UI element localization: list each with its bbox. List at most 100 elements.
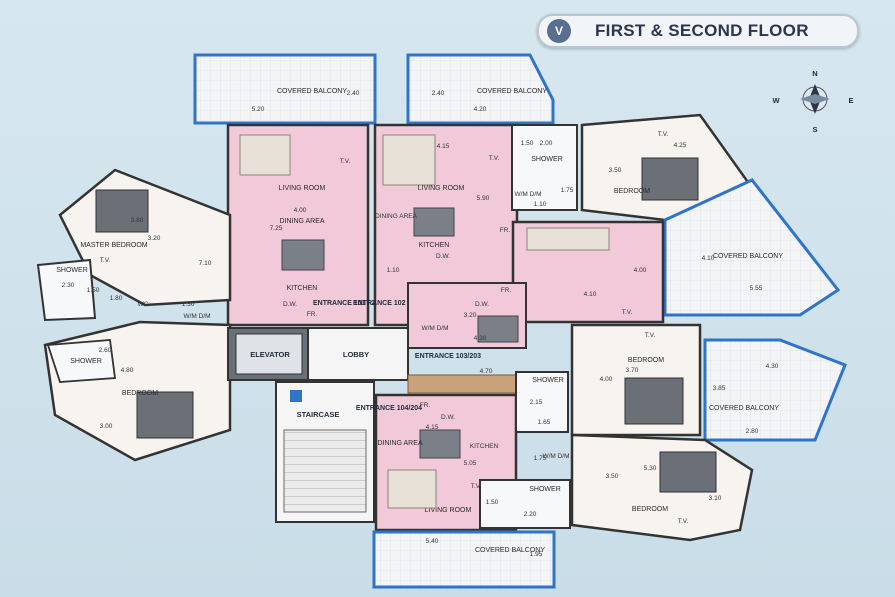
dim-label: 1.50 <box>486 499 499 506</box>
room-label: BEDROOM <box>628 357 664 364</box>
dim-label: 4.00 <box>634 267 647 274</box>
dim-label: 4.20 <box>474 106 487 113</box>
balcony-top-left: COVERED BALCONY 5.20 2.40 <box>193 53 377 125</box>
tv-label: T.V. <box>100 257 111 264</box>
dim-label: 2.20 <box>524 511 537 518</box>
dim-label: 3.10 <box>709 495 722 502</box>
entrance-label: ENTRANCE 101 / 201 <box>313 300 383 307</box>
dim-label: 1.10 <box>534 201 547 208</box>
compass-north: N <box>812 69 817 78</box>
dim-label: 4.10 <box>584 291 597 298</box>
fr-label: FR. <box>420 402 431 409</box>
tv-label: T.V. <box>645 332 656 339</box>
dim-label: 3.20 <box>148 235 161 242</box>
room-label: BEDROOM <box>632 506 668 513</box>
tv-label: T.V. <box>489 155 500 162</box>
room-label: DINING AREA <box>377 440 422 447</box>
dw-label: D.W. <box>475 301 489 308</box>
room-label: SHOWER <box>531 156 563 163</box>
balcony-label: COVERED BALCONY <box>475 547 545 554</box>
dim-label: 5.90 <box>477 195 490 202</box>
building-core: ELEVATOR LOBBY STAIRCASE <box>227 327 409 523</box>
bedroom-east: BEDROOM 3.70 4.00 T.V. <box>570 323 702 437</box>
compass-west: W <box>772 96 780 105</box>
dim-label: 1.50 <box>87 287 100 294</box>
floor-title-badge: V FIRST & SECOND FLOOR <box>537 14 859 48</box>
dim-label: 2.00 <box>540 140 553 147</box>
balcony-top-right: COVERED BALCONY 4.20 2.40 <box>406 53 555 125</box>
dim-label: 7.10 <box>199 260 212 267</box>
dim-label: 4.00 <box>294 207 307 214</box>
dim-label: 4.00 <box>600 376 613 383</box>
dim-label: 4.30 <box>474 335 487 342</box>
dim-label: 4.70 <box>480 368 493 375</box>
dim-label: 1.75 <box>534 455 547 462</box>
dim-label: 5.20 <box>252 106 265 113</box>
tv-label: T.V. <box>340 158 351 165</box>
room-label: SHOWER <box>532 377 564 384</box>
room-label: LIVING ROOM <box>425 507 472 514</box>
dim-label: 2.30 <box>62 282 75 289</box>
tv-label: T.V. <box>471 483 482 490</box>
fr-label: FR. <box>307 311 318 318</box>
room-label: SHOWER <box>70 358 102 365</box>
balcony-label: COVERED BALCONY <box>713 253 783 260</box>
floor-title: FIRST & SECOND FLOOR <box>595 21 809 40</box>
room-label: BEDROOM <box>122 390 158 397</box>
wm-dm-label: W/M D/M <box>183 313 210 320</box>
bedroom-southeast: BEDROOM 5.30 3.50 3.10 T.V. <box>570 433 754 542</box>
staircase-label: STAIRCASE <box>297 410 340 419</box>
balcony-label: COVERED BALCONY <box>477 88 547 95</box>
dim-label: 4.25 <box>674 142 687 149</box>
dim-label: 4.80 <box>121 367 134 374</box>
dim-label: 2.80 <box>746 428 759 435</box>
room-label: LIVING ROOM <box>279 185 326 192</box>
dim-label: 3.00 <box>100 423 113 430</box>
master-bedroom-west: MASTER BEDROOM 3.80 3.20 7.10 T.V. SHOWE… <box>36 168 232 322</box>
dim-label: 4.15 <box>426 424 439 431</box>
wm-dm-label: W/M D/M <box>542 453 569 460</box>
section-letter-badge: V <box>547 19 571 43</box>
dim-label: 3.85 <box>713 385 726 392</box>
dw-label: D.W. <box>436 253 450 260</box>
tv-label: T.V. <box>622 309 633 316</box>
dim-label: 2.60 <box>99 347 112 354</box>
room-label: BEDROOM <box>614 188 650 195</box>
room-label: DINING AREA <box>375 213 418 220</box>
dim-label: 5.55 <box>750 285 763 292</box>
dim-label: 4.15 <box>437 143 450 150</box>
wheelchair-icon <box>290 390 302 402</box>
dim-label: 3.80 <box>131 217 144 224</box>
dim-label: 3.70 <box>626 367 639 374</box>
balcony-label: COVERED BALCONY <box>709 405 779 412</box>
unit-103-203: 4.10 4.00 T.V. D.W. 3.20 W/M D/M FR. ENT… <box>407 220 665 375</box>
lobby-label: LOBBY <box>343 350 369 359</box>
wc-label: WC <box>138 301 149 308</box>
room-label: KITCHEN <box>470 443 499 450</box>
compass-icon: N E S W <box>772 69 853 134</box>
room-label: MASTER BEDROOM <box>80 242 147 249</box>
room-label: SHOWER <box>56 267 88 274</box>
dim-label: 3.50 <box>606 473 619 480</box>
room-label: DINING AREA <box>279 218 324 225</box>
compass-south: S <box>812 125 817 134</box>
dim-label: 2.40 <box>432 90 445 97</box>
dw-label: D.W. <box>283 301 297 308</box>
dim-label: 1.30 <box>182 301 195 308</box>
dim-label: 1.65 <box>538 419 551 426</box>
compass-east: E <box>848 96 853 105</box>
entrance-label: ENTRANCE 102 / 202 <box>353 300 423 307</box>
entrance-label: ENTRANCE 103/203 <box>415 353 481 360</box>
dim-label: 5.30 <box>644 465 657 472</box>
dw-label: D.W. <box>441 414 455 421</box>
dim-label: 1.10 <box>387 267 400 274</box>
dim-label: 5.05 <box>464 460 477 467</box>
room-label: SHOWER <box>529 486 561 493</box>
unit-101-201: LIVING ROOM DINING AREA KITCHEN T.V. 4.0… <box>226 123 383 327</box>
room-label: KITCHEN <box>419 242 450 249</box>
dim-label: 2.15 <box>530 399 543 406</box>
entrance-label: ENTRANCE 104/204 <box>356 405 422 412</box>
room-label: KITCHEN <box>287 285 318 292</box>
fr-label: FR. <box>501 287 512 294</box>
